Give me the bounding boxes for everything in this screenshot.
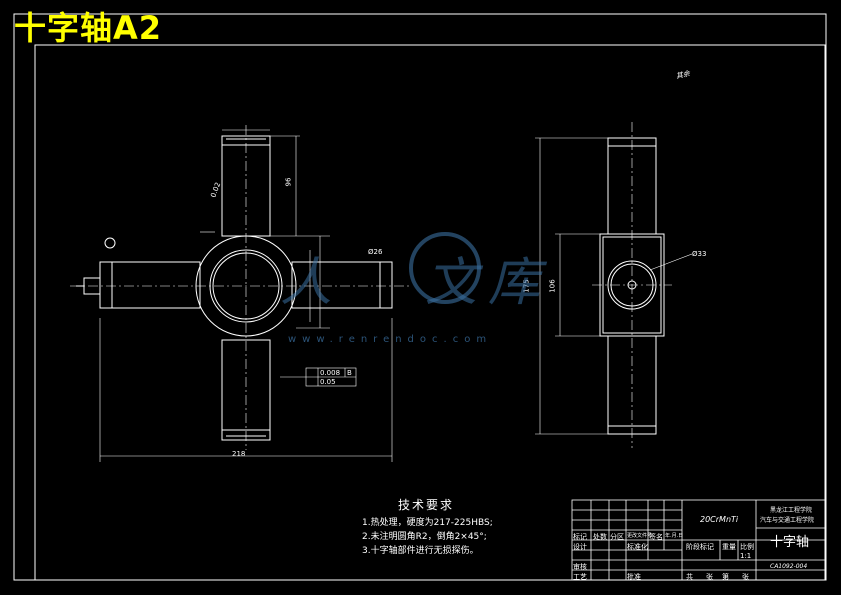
tb-label-signature: 签名 — [649, 533, 663, 541]
tb-label-approve: 批准 — [627, 573, 641, 581]
tb-label-scale: 比例 — [740, 543, 754, 551]
tb-school: 黑龙江工程学院 — [770, 507, 813, 514]
tb-label-date: 年.月.日 — [665, 533, 684, 539]
datum-label: B — [347, 369, 352, 377]
tol-2: 0.05 — [320, 378, 336, 386]
dim-side-inner: 106 — [548, 279, 557, 293]
tb-label-weight: 重量 — [722, 543, 736, 551]
watermark-char-2: 文 — [425, 253, 478, 313]
tb-label-stage: 阶段标记 — [686, 543, 714, 551]
dim-arm-length: 96 — [284, 177, 293, 187]
tb-label-process: 工艺 — [573, 573, 587, 581]
tb-label-sheet: 第 — [722, 573, 729, 581]
front-view — [76, 135, 393, 441]
watermark-url: www.renrendoc.com — [288, 334, 493, 345]
side-dimensions — [535, 137, 693, 435]
dim-phi33: Ø33 — [692, 250, 707, 258]
tech-req-item-1: 1.热处理，硬度为217-225HBS; — [362, 518, 493, 528]
tech-req-heading: 技术要求 — [398, 498, 455, 512]
tb-label-sheets-unit-1: 张 — [706, 573, 713, 581]
side-centerlines — [592, 122, 672, 448]
dim-total-width: 218 — [232, 450, 246, 458]
tb-drawing-no: CA1092-004 — [770, 563, 808, 570]
watermark-char-3: 库 — [488, 253, 541, 313]
dim-right-diameter: Ø26 — [368, 248, 383, 256]
tech-req-item-2: 2.未注明圆角R2，倒角2×45°; — [362, 532, 487, 542]
drawing-frame — [13, 13, 827, 581]
tb-dept: 汽车与交通工程学院 — [760, 517, 815, 524]
tb-label-total: 共 — [686, 573, 693, 581]
tb-label-design: 设计 — [573, 543, 587, 551]
watermark-logo — [409, 232, 481, 304]
watermark-char-1: 人 — [280, 253, 333, 313]
tb-part-name: 十字轴 — [770, 535, 810, 550]
tb-material: 20CrMnTi — [700, 515, 739, 524]
tb-scale-value: 1:1 — [740, 552, 752, 560]
front-dimensions — [99, 129, 393, 462]
front-centerlines — [70, 125, 410, 450]
tb-label-sheets-unit-2: 张 — [742, 573, 749, 581]
tb-label-review: 审核 — [573, 563, 587, 571]
tb-label-standardize: 标准化 — [627, 543, 648, 551]
drawing-title: 十字轴A2 — [14, 9, 163, 47]
tech-req-item-3: 3.十字轴部件进行无损探伤。 — [362, 546, 479, 556]
tb-label-mark: 标记 — [573, 533, 587, 541]
tol-1: 0.008 — [320, 369, 341, 377]
tb-label-zone: 分区 — [610, 533, 624, 541]
title-block — [571, 499, 826, 581]
tb-label-change-doc: 更改文件号 — [627, 533, 653, 539]
tb-label-count: 处数 — [593, 533, 607, 541]
